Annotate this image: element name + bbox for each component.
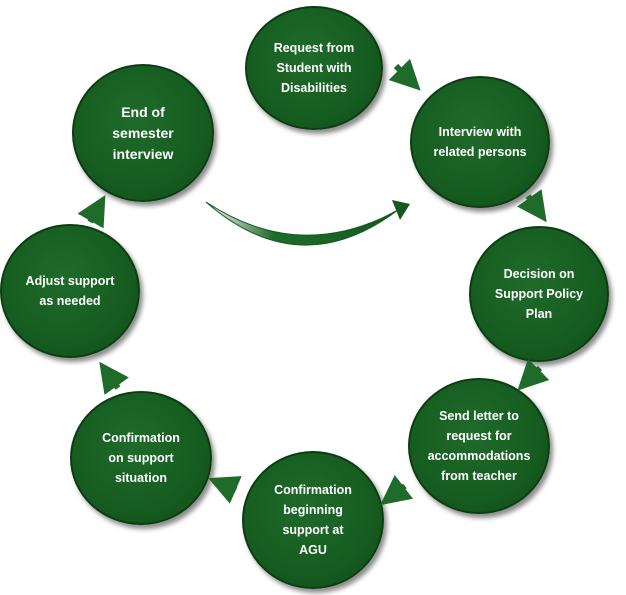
node-decision: Decision on Support Policy Plan bbox=[469, 226, 609, 362]
arrow-request-to-interview bbox=[388, 58, 421, 91]
arrow-adjust-to-end-semester bbox=[77, 194, 106, 229]
arrow-interview-to-decision bbox=[517, 189, 547, 223]
node-send-letter-label: Send letter to request for accommodation… bbox=[427, 409, 531, 483]
node-end-semester: End of semester interview bbox=[72, 64, 214, 202]
arrow-confirm-situation-to-adjust bbox=[99, 361, 129, 395]
node-adjust: Adjust support as needed bbox=[0, 224, 140, 358]
node-send-letter: Send letter to request for accommodation… bbox=[408, 378, 550, 514]
arrow-decision-to-send-letter bbox=[517, 358, 550, 391]
node-confirm-begin: Confirmation beginning support at AGU bbox=[242, 451, 384, 589]
center-curved-arrow bbox=[205, 200, 410, 246]
node-request: Request from Student with Disabilities bbox=[245, 6, 383, 130]
arrow-confirm-begin-to-confirm-situation bbox=[208, 476, 242, 504]
node-confirm-begin-label: Confirmation beginning support at AGU bbox=[274, 483, 352, 557]
node-request-label: Request from Student with Disabilities bbox=[273, 41, 355, 95]
node-interview: Interview with related persons bbox=[410, 76, 550, 208]
node-decision-label: Decision on Support Policy Plan bbox=[494, 267, 584, 321]
node-interview-label: Interview with related persons bbox=[433, 125, 527, 159]
node-confirm-situation: Confirmation on support situation bbox=[70, 391, 212, 525]
node-adjust-label: Adjust support as needed bbox=[25, 274, 115, 308]
node-confirm-situation-label: Confirmation on support situation bbox=[102, 431, 180, 485]
node-end-semester-label: End of semester interview bbox=[112, 103, 174, 162]
arrow-send-letter-to-confirm-begin bbox=[380, 474, 414, 506]
